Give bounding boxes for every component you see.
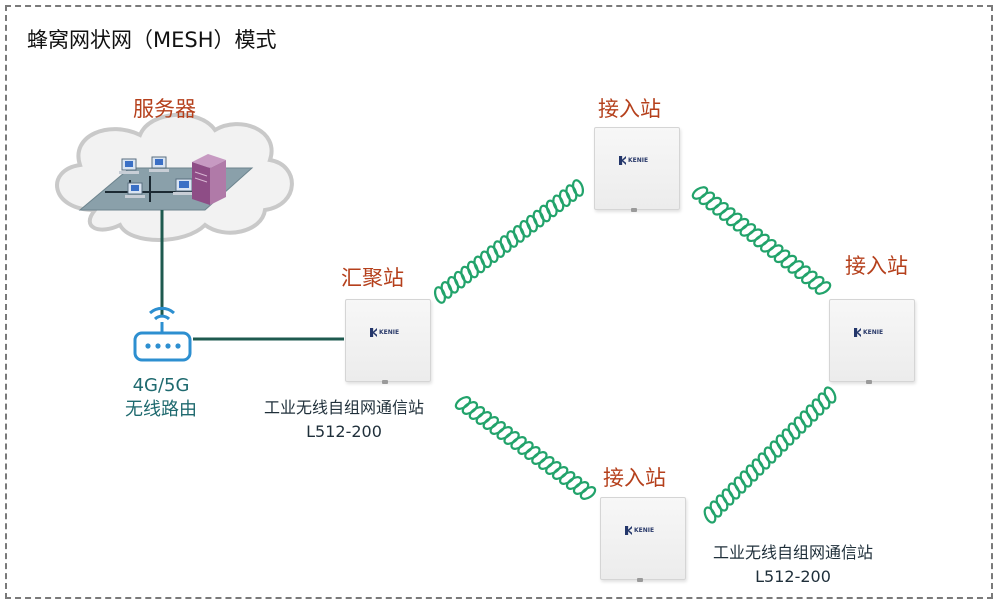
wireless-link-icon [703, 386, 837, 524]
aggregation-device-line2: L512-200 [306, 422, 382, 441]
page-title: 蜂窝网状网（MESH）模式 [27, 28, 277, 52]
wireless-link-ring [823, 386, 837, 404]
wireless-link-ring [571, 179, 585, 197]
access-station-right-device: KENIE [829, 299, 915, 384]
wireless-link-icon [691, 186, 832, 295]
device-logo: KENIE [625, 526, 654, 535]
router-label-line2: 无线路由 [125, 399, 197, 420]
wireless-link-icon [433, 179, 585, 304]
computer-icon [149, 156, 169, 172]
wireless-link-ring [579, 486, 597, 500]
computer-icon [173, 178, 195, 195]
router-label: 4G/5G 无线路由 [116, 374, 206, 422]
diagram-frame [5, 5, 993, 599]
aggregation-device-label: 工业无线自组网通信站 L512-200 [244, 396, 444, 444]
computer-icon [119, 158, 139, 174]
server-label: 服务器 [133, 97, 196, 121]
access-bottom-device-line1: 工业无线自组网通信站 [712, 543, 873, 562]
access-right-label: 接入站 [845, 254, 908, 278]
aggregation-device-line1: 工业无线自组网通信站 [263, 398, 424, 417]
computer-icon [125, 182, 145, 198]
access-bottom-device-line2: L512-200 [755, 567, 831, 586]
access-top-label: 接入站 [598, 97, 661, 121]
router-icon [133, 306, 192, 362]
server-icon [192, 154, 226, 205]
aggregation-label: 汇聚站 [341, 266, 404, 290]
access-bottom-device-label: 工业无线自组网通信站 L512-200 [693, 541, 893, 589]
router-label-line1: 4G/5G [132, 375, 190, 396]
device-logo: KENIE [619, 156, 648, 165]
wireless-link-ring [814, 281, 832, 295]
device-logo: KENIE [854, 328, 883, 337]
wireless-link-icon [454, 396, 597, 500]
device-logo: KENIE [370, 328, 399, 337]
access-bottom-label: 接入站 [603, 466, 666, 490]
aggregation-station-device: KENIE [345, 299, 431, 384]
access-station-bottom-device: KENIE [600, 497, 686, 582]
access-station-top-device: KENIE [594, 127, 680, 212]
